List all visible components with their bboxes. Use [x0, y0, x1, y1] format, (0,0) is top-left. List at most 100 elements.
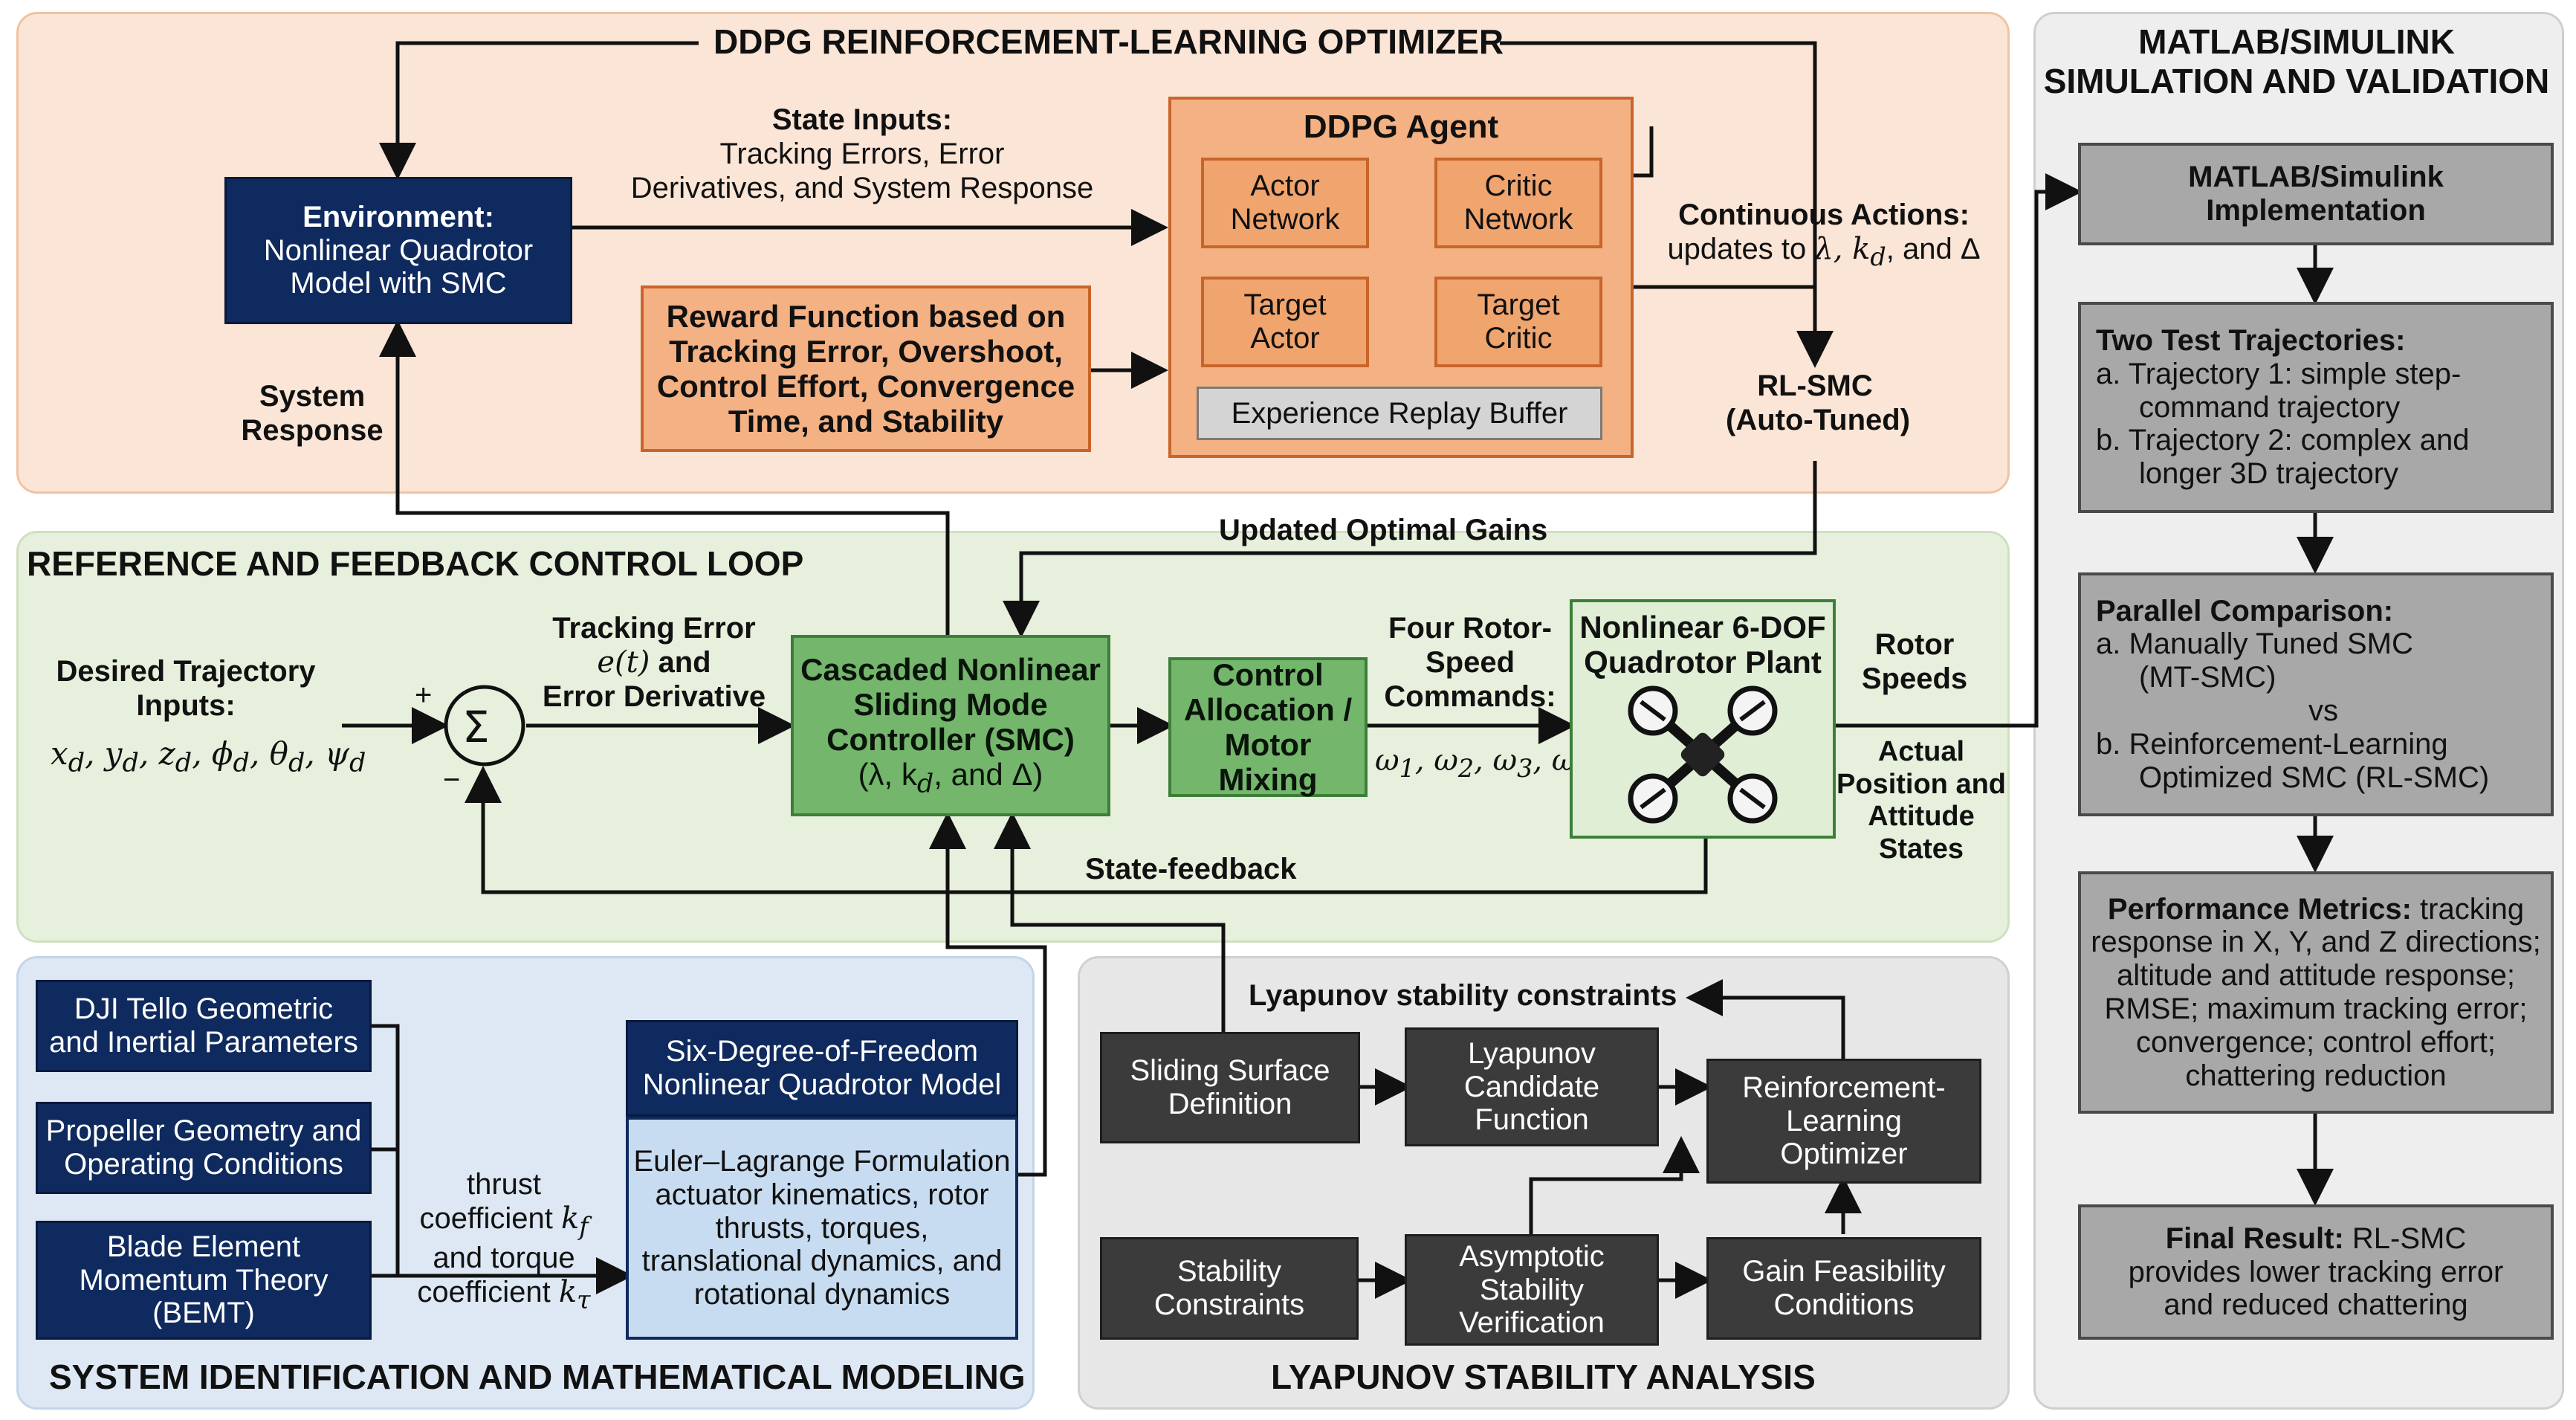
metrics-l4: RMSE; maximum tracking error; [2104, 993, 2528, 1025]
tracking-error-et: e(t) [597, 645, 650, 680]
summing-junction-icon [444, 685, 525, 767]
asymptotic-stability-box: Asymptotic Stability Verification [1405, 1234, 1659, 1346]
propeller-box: Propeller Geometry and Operating Conditi… [36, 1102, 372, 1194]
rotor-cmd-line-2: Speed [1425, 646, 1515, 679]
continuous-delta: , and Δ [1886, 233, 1981, 265]
comparison-head: Parallel Comparison: [2096, 594, 2394, 627]
quadrotor-plant-box: Nonlinear 6-DOF Quadrotor Plant [1570, 599, 1836, 839]
continuous-actions-label: Continuous Actions: updates to λ, kd, an… [1653, 198, 1995, 271]
ddpg-agent-title: DDPG Agent [1303, 109, 1499, 145]
lyapunov-panel-title: LYAPUNOV STABILITY ANALYSIS [1271, 1358, 1816, 1396]
thrust-line-3: and torque [433, 1242, 575, 1275]
continuous-actions-title: Continuous Actions: [1678, 199, 1970, 231]
gain-feasibility-box: Gain Feasibility Conditions [1706, 1237, 1981, 1340]
model-body-line-2: actuator kinematics, rotor [655, 1178, 989, 1211]
replay-label: Experience Replay Buffer [1231, 396, 1568, 430]
rl-optimizer-box: Reinforcement- Learning Optimizer [1706, 1059, 1981, 1184]
smc-line-1: Cascaded Nonlinear [800, 652, 1101, 688]
environment-box: Environment: Nonlinear Quadrotor Model w… [224, 177, 572, 324]
quadrotor-drone-icon [1628, 685, 1778, 824]
bemt-line-1: Blade Element [106, 1230, 301, 1263]
smc-sub-d: d [916, 769, 934, 799]
system-response-label: System Response [223, 379, 401, 448]
impl-line-2: Implementation [2206, 194, 2426, 227]
propeller-line-2: Operating Conditions [64, 1148, 343, 1181]
comparison-a1: a. Manually Tuned SMC [2096, 627, 2413, 661]
continuous-sub-d: d [1870, 242, 1886, 271]
system-response-line-2: Response [241, 414, 384, 447]
sysid-panel-title: SYSTEM IDENTIFICATION AND MATHEMATICAL M… [49, 1358, 1026, 1396]
rl-smc-line-1: RL-SMC [1757, 369, 1873, 402]
state-inputs-label: State Inputs: Tracking Errors, Error Der… [621, 103, 1104, 205]
asymptotic-line-2: Stability [1479, 1273, 1585, 1306]
tello-parameters-box: DJI Tello Geometric and Inertial Paramet… [36, 980, 372, 1072]
updated-gains-label: Updated Optimal Gains [1219, 514, 1548, 546]
reward-line-4: Time, and Stability [728, 404, 1004, 439]
bemt-box: Blade Element Momentum Theory (BEMT) [36, 1221, 372, 1340]
rl-opt-line-3: Optimizer [1780, 1137, 1908, 1171]
actual-line-1: Actual [1877, 736, 1965, 767]
trajectories-a1: a. Trajectory 1: simple step- [2096, 357, 2462, 390]
system-response-line-1: System [259, 380, 366, 413]
feasibility-line-1: Gain Feasibility [1742, 1255, 1946, 1288]
final-result-box: Final Result: RL-SMC provides lower trac… [2078, 1204, 2554, 1340]
rotor-cmd-line-1: Four Rotor- [1388, 612, 1552, 645]
rl-opt-line-2: Learning [1786, 1104, 1902, 1137]
critic-line-1: Critic [1484, 170, 1553, 203]
matlab-panel-title: MATLAB/SIMULINK SIMULATION AND VALIDATIO… [2033, 22, 2560, 101]
final-l2: provides lower tracking error [2128, 1255, 2504, 1288]
allocation-line-2: Allocation / [1183, 691, 1353, 727]
actual-line-3: Attitude [1868, 801, 1975, 833]
thrust-line-1: thrust [466, 1168, 542, 1201]
model-head-line-2: Nonlinear Quadrotor Model [642, 1068, 1002, 1101]
tracking-error-label: Tracking Error e(t) and Error Derivative [535, 611, 773, 714]
lyapunov-constraints-label: Lyapunov stability constraints [1249, 979, 1677, 1012]
critic-line-2: Network [1463, 203, 1573, 236]
continuous-actions-line-2: updates to λ, kd, and Δ [1653, 232, 1995, 271]
rotor-speeds-line-1: Rotor [1874, 628, 1955, 661]
allocation-line-1: Control [1212, 656, 1324, 692]
final-head: Final Result: [2165, 1221, 2344, 1255]
metrics-l5: convergence; control effort; [2136, 1025, 2496, 1059]
actual-line-4: States [1878, 833, 1964, 865]
continuous-lambda-k: λ, k [1814, 232, 1871, 266]
tello-line-1: DJI Tello Geometric [74, 993, 334, 1026]
stability-constraints-box: Stability Constraints [1100, 1237, 1359, 1340]
environment-title: Environment: [302, 200, 494, 233]
comparison-a2: (MT-SMC) [2139, 661, 2276, 694]
bemt-line-2: Momentum Theory [79, 1263, 329, 1297]
matlab-title-line-1: MATLAB/SIMULINK [2138, 22, 2455, 61]
desired-trajectory-label: Desired Trajectory Inputs: [30, 654, 342, 723]
target-actor-line-1: Target [1243, 288, 1327, 322]
metrics-l3: altitude and attitude response; [2117, 959, 2515, 993]
metrics-t1: tracking [2411, 892, 2525, 926]
comparison-b2: Optimized SMC (RL-SMC) [2139, 761, 2490, 794]
tracking-error-and: and [650, 646, 711, 679]
control-allocation-box: Control Allocation / Motor Mixing [1168, 657, 1368, 797]
metrics-l2: response in X, Y, and Z directions; [2091, 926, 2541, 959]
asymptotic-line-1: Asymptotic [1459, 1239, 1605, 1273]
performance-metrics-box: Performance Metrics: tracking response i… [2078, 871, 2554, 1114]
rl-opt-line-1: Reinforcement- [1742, 1071, 1946, 1104]
feasibility-line-2: Conditions [1773, 1288, 1915, 1321]
lyapunov-candidate-box: Lyapunov Candidate Function [1405, 1027, 1659, 1146]
thrust-line-4: coefficient [417, 1276, 551, 1309]
target-actor-line-2: Actor [1250, 322, 1320, 355]
sliding-line-1: Sliding Surface [1130, 1054, 1330, 1088]
plant-line-1: Nonlinear 6-DOF [1579, 610, 1826, 645]
smc-line-3: Controller (SMC) [826, 722, 1075, 758]
sliding-surface-box: Sliding Surface Definition [1100, 1032, 1360, 1143]
target-critic-line-1: Target [1477, 288, 1560, 322]
reward-line-1: Reward Function based on [666, 298, 1066, 334]
candidate-line-3: Function [1475, 1103, 1589, 1137]
thrust-sub-f: f [579, 1212, 589, 1241]
trajectories-a2: command trajectory [2139, 390, 2401, 424]
continuous-updates-text: updates to [1667, 233, 1807, 265]
actual-line-2: Position and [1836, 768, 2006, 800]
target-critic-box: Target Critic [1434, 277, 1602, 367]
experience-replay-buffer: Experience Replay Buffer [1197, 387, 1602, 440]
actor-line-2: Network [1230, 203, 1340, 236]
bemt-line-3: (BEMT) [152, 1297, 255, 1330]
matlab-title-line-2: SIMULATION AND VALIDATION [2043, 61, 2550, 100]
